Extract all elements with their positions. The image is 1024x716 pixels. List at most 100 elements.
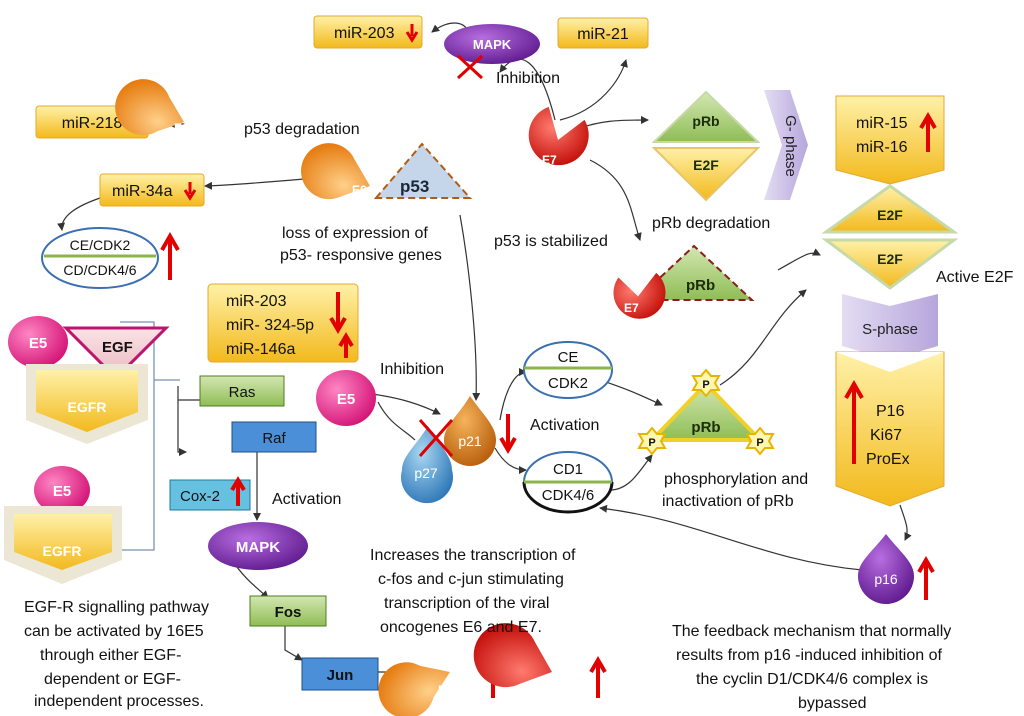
egfr-a-label: EGFR [68, 399, 107, 415]
mir34a-box: miR-34a [99, 173, 205, 207]
block-x-icon [418, 419, 454, 457]
phosphate-label: P [648, 437, 655, 449]
up-arrow-icon [844, 379, 864, 464]
p16-drop: p16 [858, 534, 935, 604]
cox2-box: Cox-2 [169, 476, 251, 511]
egf-label: EGF [102, 339, 133, 356]
egfr-b-chevron: EGFR [4, 506, 122, 584]
down-arrow-icon [405, 24, 419, 43]
ce-cdk2-label: CE/CDK2 [70, 237, 131, 253]
mir15-label: miR-15 [856, 115, 908, 132]
activation-middle-label: Activation [530, 417, 599, 434]
cdk46-label: CDK4/6 [542, 487, 595, 504]
p53-label: p53 [400, 177, 429, 196]
cd-cdk46-label: CD/CDK4/6 [63, 262, 136, 278]
markers-chevron: P16 Ki67 ProEx [835, 351, 945, 507]
e7-center-label: E7 [542, 153, 557, 167]
ce-cdk-ellipse: CE/CDK2 CD/CDK4/6 [41, 227, 180, 289]
cox2-label: Cox-2 [180, 488, 220, 505]
marker-p16: P16 [876, 403, 905, 420]
down-arrow-icon [183, 182, 197, 201]
s-phase-chevron: S-phase [842, 294, 938, 360]
fos-label: Fos [275, 604, 302, 621]
e5-middle-oval: E5 [316, 370, 376, 426]
mir-group-line-2: miR- 324-5p [226, 317, 314, 334]
p53-degradation-label: p53 degradation [244, 121, 360, 138]
marker-ki67: Ki67 [870, 427, 902, 444]
prb-degradation-label: pRb degradation [652, 215, 770, 232]
mir21-box: miR-21 [557, 17, 649, 49]
egfr-a-chevron: EGFR [26, 364, 148, 444]
up-arrow-icon [917, 556, 935, 600]
p27-label: p27 [414, 465, 438, 481]
egfr-caption-line-5: independent processes. [34, 693, 204, 710]
down-arrow-icon [329, 292, 347, 334]
phosphate-label: P [756, 437, 763, 449]
mir15-16-chevron: miR-15 miR-16 [835, 95, 945, 185]
e6-pacman-left: E6 [115, 79, 189, 136]
p21-drop: p21 [418, 396, 517, 466]
marker-proex: ProEx [866, 451, 910, 468]
up-arrow-icon [338, 332, 354, 358]
mapk-bottom-label: MAPK [236, 539, 280, 556]
phosphate-label: P [702, 379, 709, 391]
increases-line-3: transcription of the viral [384, 595, 549, 612]
prb-top-label: pRb [692, 113, 719, 129]
feedback-line-4: bypassed [798, 695, 867, 712]
mir-group-box: miR-203 miR- 324-5p miR-146a [207, 283, 359, 363]
e5-b-oval: E5 [34, 466, 90, 514]
increases-line-1: Increases the transcription of [370, 547, 576, 564]
feedback-line-2: results from p16 -induced inhibition of [676, 647, 942, 664]
e5-middle-label: E5 [337, 391, 355, 408]
e2f-top-diamond-label: E2F [693, 157, 719, 173]
mapk-top-label: MAPK [473, 37, 512, 52]
phosphate-badge: P [637, 426, 667, 456]
e7-complex-label: E7 [624, 301, 639, 315]
active-e2f-label: Active E2F [936, 269, 1014, 286]
activation-pathway-label: Activation [272, 491, 341, 508]
up-arrow-icon [589, 656, 607, 698]
mir21-label: miR-21 [577, 26, 629, 43]
mapk-ellipse-bottom: MAPK [208, 522, 308, 570]
e6-bottom-label: E6 [438, 683, 453, 697]
egfr-b-label: EGFR [43, 543, 82, 559]
e5-egf-complex: EGF E5 [8, 316, 170, 381]
active-e2f-diamond: E2F E2F [821, 184, 959, 290]
e2f-right-bottom-label: E2F [877, 251, 903, 267]
cd1-label: CD1 [553, 461, 583, 478]
jun-label: Jun [327, 667, 354, 684]
up-arrow-icon [160, 231, 180, 280]
down-arrow-icon [499, 414, 517, 454]
phosphorylation-line-1: phosphorylation and [664, 471, 808, 488]
ras-label: Ras [229, 384, 256, 401]
e7-bottom-label: E7 [532, 683, 547, 697]
phosphate-badge: P [691, 368, 721, 398]
egfr-caption-line-1: EGF-R signalling pathway [24, 599, 209, 616]
phosphorylation-line-2: inactivation of pRb [662, 493, 794, 510]
ras-box: Ras [199, 375, 285, 407]
inhibition-middle-label: Inhibition [380, 361, 444, 378]
prb-phospho-label: pRb [691, 419, 720, 436]
up-arrow-icon [230, 476, 246, 506]
s-phase-label: S-phase [862, 321, 918, 338]
loss-expression-line-1: loss of expression of [282, 225, 428, 242]
cd1-cdk46-ellipse: CD1 CDK4/6 [522, 451, 614, 514]
e7-pacman-center: E7 [528, 106, 589, 167]
e7-pacman-bottom: E7 [473, 623, 607, 698]
e7-prb-complex: pRb E7 [613, 244, 755, 319]
p53-stabilized-label: p53 is stabilized [494, 233, 608, 250]
e6-p53-complex: p53 E6 [301, 142, 473, 200]
mapk-ellipse-top: MAPK [444, 24, 540, 80]
mir203-top-label: miR-203 [334, 25, 395, 42]
mir203-box-top: miR-203 [313, 15, 423, 49]
ce-label: CE [558, 349, 579, 366]
raf-label: Raf [262, 430, 286, 447]
egfr-caption-line-2: can be activated by 16E5 [24, 623, 204, 640]
prb-e2f-diamond: pRb E2F [651, 90, 761, 202]
increases-line-2: c-fos and c-jun stimulating [378, 571, 564, 588]
bracket-line [120, 321, 180, 551]
p27-drop: p27 [401, 426, 453, 504]
g-phase-chevron: G- phase [764, 90, 808, 200]
cdk2-label: CDK2 [548, 375, 588, 392]
